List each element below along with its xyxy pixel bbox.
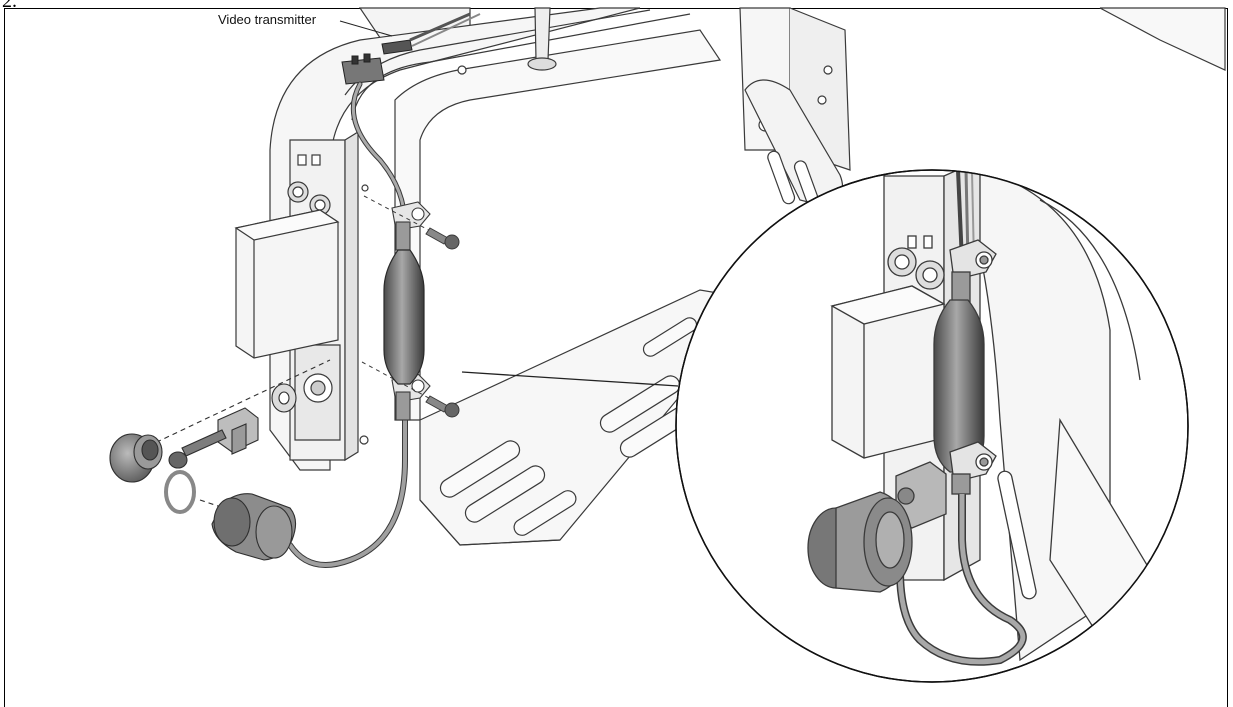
detail-inset <box>675 169 1189 683</box>
ferrite-filter <box>383 249 425 385</box>
exploded-connector-parts <box>109 359 331 561</box>
screw-upper <box>363 195 460 250</box>
step-number: 2. <box>2 0 17 12</box>
receiver-box <box>234 209 340 359</box>
screw-lower <box>361 361 460 418</box>
leader-line <box>339 20 393 37</box>
transmitter-cable <box>287 81 408 568</box>
cable-clamp-upper <box>391 201 431 251</box>
video-transmitter-label: Video transmitter <box>218 12 317 27</box>
video-transmitter <box>341 12 481 85</box>
inset-pointer-line <box>461 371 679 387</box>
